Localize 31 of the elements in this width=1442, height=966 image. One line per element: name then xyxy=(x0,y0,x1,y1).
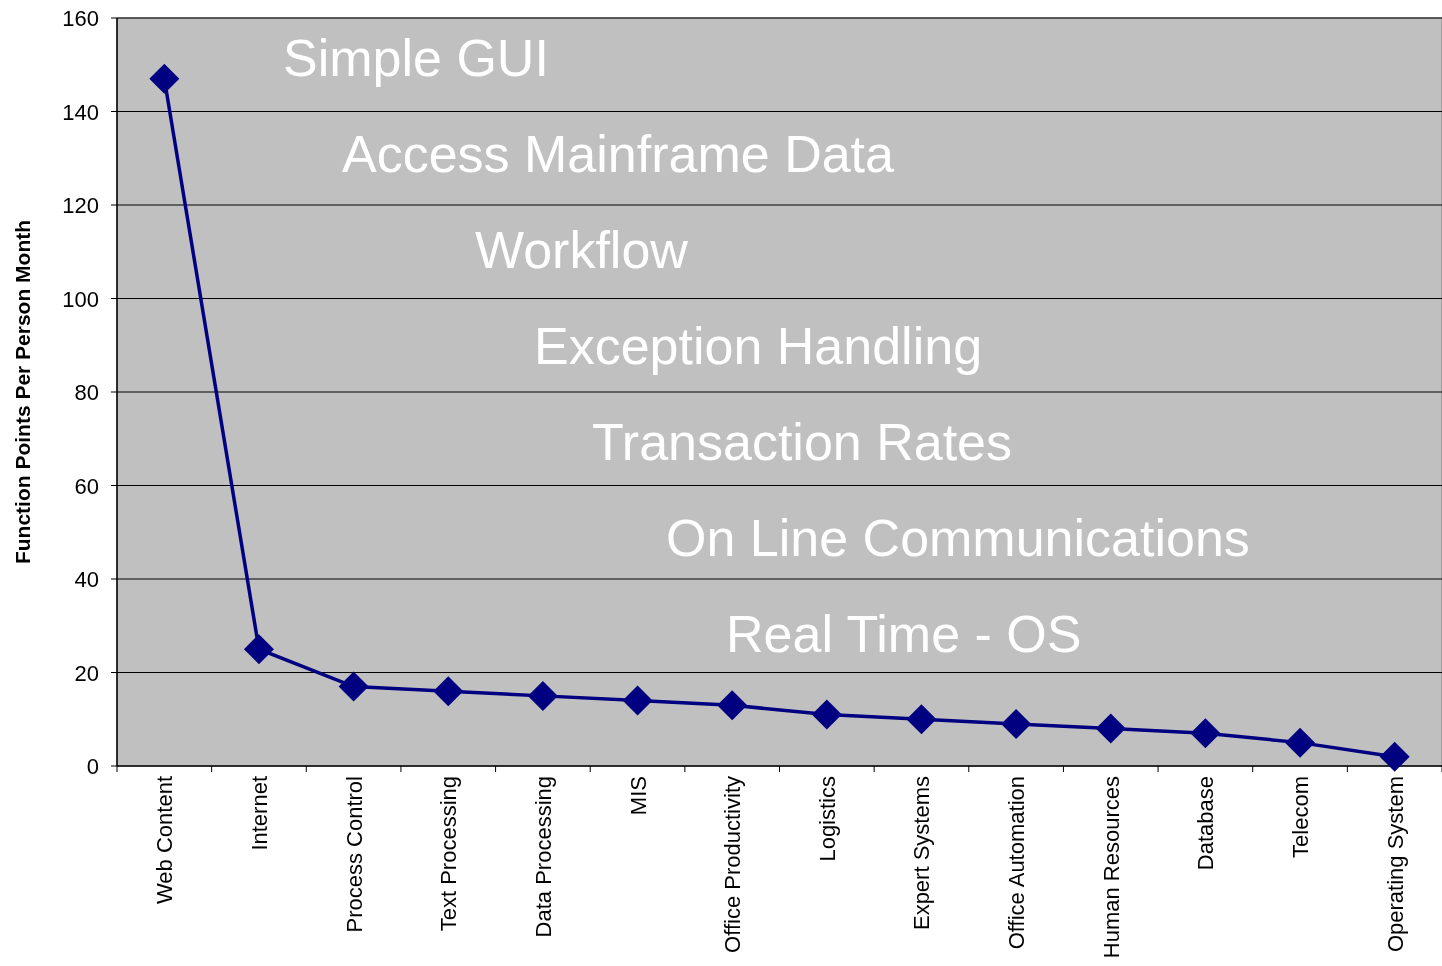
x-tick-label: Database xyxy=(1193,776,1219,871)
y-tick-label: 100 xyxy=(62,286,99,312)
x-tick-label: Office Productivity xyxy=(720,776,746,953)
chart-annotation: Exception Handling xyxy=(534,317,983,375)
x-tick-label: Human Resources xyxy=(1098,776,1124,959)
x-tick-label: Internet xyxy=(246,776,272,851)
chart-annotation: Simple GUI xyxy=(283,29,549,87)
y-tick-label: 80 xyxy=(74,380,99,405)
chart-annotation: Real Time - OS xyxy=(726,605,1082,663)
y-tick-label: 0 xyxy=(86,754,99,779)
x-tick-label: Telecom xyxy=(1288,776,1314,858)
chart-annotation: Access Mainframe Data xyxy=(342,125,894,183)
x-tick-label: Process Control xyxy=(341,776,367,933)
x-tick-label: MIS xyxy=(625,776,651,816)
y-tick-label: 40 xyxy=(74,567,99,592)
y-tick-label: 60 xyxy=(74,473,99,499)
x-tick-label: Data Processing xyxy=(530,776,556,938)
y-tick-label: 160 xyxy=(62,6,99,31)
x-tick-label: Web Content xyxy=(152,776,178,904)
y-axis-title: Function Points Per Person Month xyxy=(11,219,34,565)
y-tick-label: 140 xyxy=(62,99,99,125)
y-tick-label: 120 xyxy=(62,193,99,218)
y-tick-label: 20 xyxy=(74,660,99,686)
x-tick-label: Operating System xyxy=(1382,776,1408,953)
x-tick-label: Text Processing xyxy=(436,776,462,932)
x-tick-label: Expert Systems xyxy=(909,776,935,931)
x-tick-label: Logistics xyxy=(814,776,840,862)
chart-annotation: Workflow xyxy=(475,221,688,279)
chart-annotation: On Line Communications xyxy=(666,509,1250,567)
x-tick-label: Office Automation xyxy=(1004,776,1030,950)
chart-annotation: Transaction Rates xyxy=(592,413,1013,471)
